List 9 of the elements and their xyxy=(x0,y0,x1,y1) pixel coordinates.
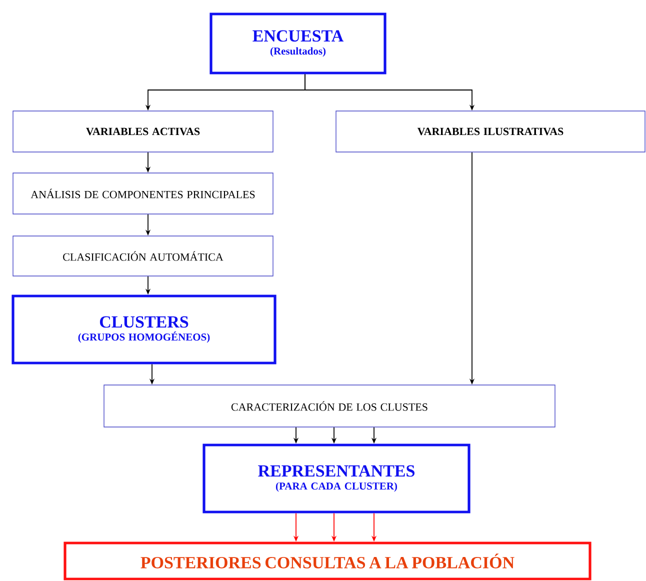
process-box: VARIABLES ACTIVAS xyxy=(12,110,274,152)
main-box: REPRESENTANTES (PARA CADA CLUSTER) xyxy=(202,444,470,514)
process-box: CLASIFICACIÓN AUTOMÁTICA xyxy=(12,236,274,276)
process-box: ANÁLISIS DE COMPONENTES PRINCIPALES xyxy=(12,172,274,214)
result-box: POSTERIORES CONSULTAS A LA POBLACIÓN xyxy=(64,542,592,580)
main-box: CLUSTERS (GRUPOS HOMOGÉNEOS) xyxy=(12,294,276,364)
process-box: VARIABLES ILUSTRATIVAS xyxy=(336,110,646,152)
process-box: CARACTERIZACIÓN DE LOS CLUSTES xyxy=(104,384,556,428)
main-box: ENCUESTA (Resultados) xyxy=(210,12,386,74)
